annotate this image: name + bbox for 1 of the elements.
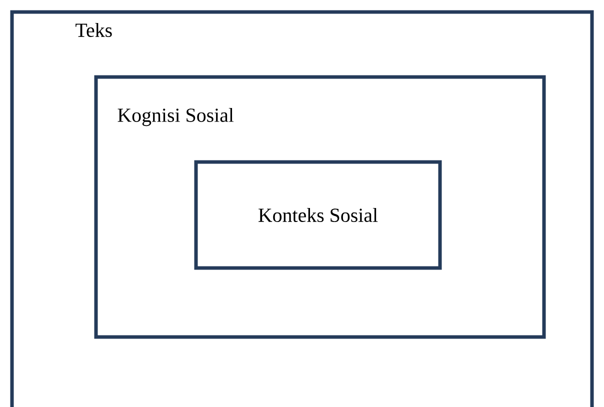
nested-box: Konteks Sosial bbox=[194, 160, 442, 270]
